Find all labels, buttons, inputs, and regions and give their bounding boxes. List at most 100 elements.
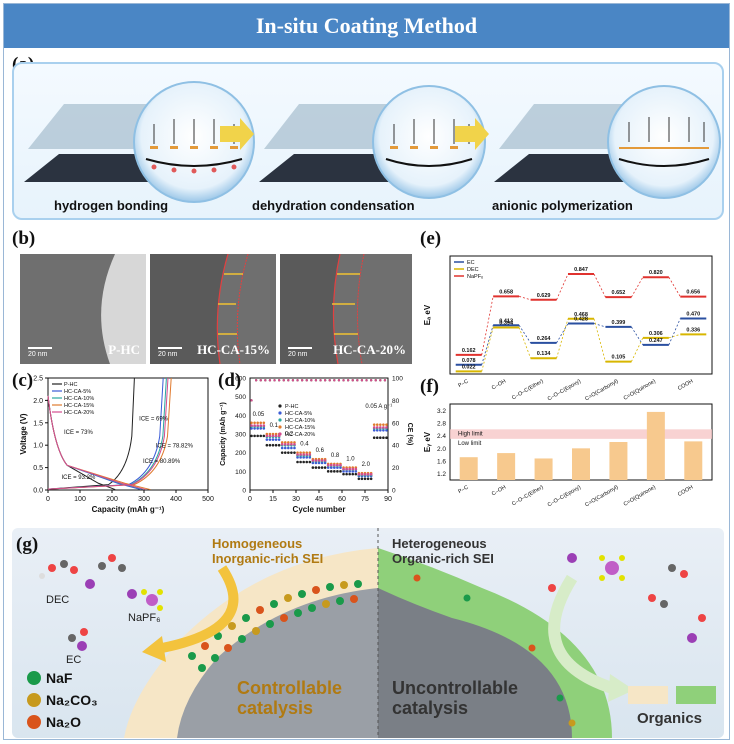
capacity-point: [271, 434, 275, 438]
value-label: 0.413: [499, 318, 513, 324]
capacity-point: [314, 466, 318, 469]
category-label: C=O(Quinone): [623, 484, 657, 507]
value-label: 0.134: [537, 351, 552, 357]
capacity-point: [308, 460, 312, 464]
y-axis-label: Eₐ eV: [423, 304, 432, 325]
ce-point: [310, 379, 313, 382]
category-label: C–O–C(Epoxy): [547, 484, 582, 508]
ce-point: [268, 379, 272, 382]
capacity-point: [290, 441, 293, 444]
x-tick-label: 15: [269, 496, 277, 503]
capacity-point: [256, 424, 259, 427]
y-tick-label: 1.0: [33, 443, 43, 450]
capacity-point: [296, 456, 299, 459]
capacity-point: [280, 441, 284, 444]
capacity-point: [274, 434, 278, 438]
capacity-point: [326, 470, 330, 473]
rate-label: 0.1: [270, 423, 279, 429]
limit-band: [450, 429, 712, 439]
y-tick-label: 2.0: [33, 398, 43, 405]
rate-label: 0.4: [300, 442, 309, 448]
capacity-point: [363, 477, 367, 481]
y2-tick-label: 80: [392, 398, 400, 405]
panel-a: hydrogen bonding dehydration condensatio…: [12, 62, 724, 220]
arrow-head-icon: [608, 674, 634, 702]
capacity-point: [363, 473, 367, 476]
panel-d-label: (d): [218, 370, 242, 391]
connector: [631, 337, 644, 362]
bar: [534, 458, 553, 480]
capacity-point: [293, 446, 296, 450]
capacity-point: [351, 467, 355, 471]
value-label: 0.847: [574, 267, 588, 273]
panel-g: Homogeneous Inorganic-rich SEI Heterogen…: [12, 528, 724, 738]
value-label: 0.394: [499, 321, 514, 327]
x-tick-label: 400: [170, 496, 182, 503]
legend-label: HC-CA-20%: [64, 410, 94, 416]
tem-label: HC-CA-20%: [333, 342, 406, 357]
capacity-point: [277, 443, 281, 447]
y-axis-label: Eᵧ eV: [423, 431, 432, 452]
panel-b-label: (b): [12, 228, 36, 249]
capacity-point: [287, 442, 290, 446]
y-tick-label: 0.0: [33, 488, 43, 495]
legend-label-naf: NaF: [46, 670, 73, 686]
capacity-point: [348, 472, 351, 476]
capacity-point: [265, 443, 269, 447]
capacity-point: [299, 453, 302, 456]
capacity-point: [302, 453, 305, 456]
x-tick-label: 0: [46, 496, 50, 503]
legend-swatch: [278, 411, 282, 415]
scale-label: 20 nm: [158, 351, 178, 358]
rate-label: 0.2: [285, 431, 294, 437]
annotation: ICE = 69%: [139, 417, 169, 423]
capacity-point: [305, 460, 309, 464]
legend-dot-naf: [27, 671, 41, 685]
value-label: 0.022: [462, 364, 476, 370]
inorganic-particles: [188, 580, 362, 672]
ce-point: [287, 379, 290, 382]
capacity-point: [250, 434, 253, 438]
legend-swatch: [278, 404, 282, 408]
capacity-point: [296, 451, 299, 454]
limit-label: Low limit: [458, 441, 482, 447]
connector: [668, 318, 681, 346]
bar: [646, 411, 665, 480]
y2-tick-label: 100: [392, 376, 403, 383]
ce-point: [328, 379, 331, 382]
connector: [556, 318, 569, 359]
y-tick-label: 300: [235, 432, 246, 439]
capacity-point: [253, 434, 256, 438]
ce-point: [337, 379, 341, 382]
plot-area: [47, 377, 209, 491]
capacity-point: [293, 442, 296, 446]
ce-point: [379, 379, 382, 382]
category-label: P–C: [457, 379, 469, 390]
title-bar: In-situ Coating Method: [4, 4, 729, 48]
capacity-point: [314, 459, 318, 462]
capacity-point: [342, 470, 345, 473]
legend-label: P-HC: [285, 404, 298, 410]
annotation: ICE = 78.82%: [156, 443, 194, 449]
left-caption: Controllable catalysis: [237, 678, 343, 718]
capacity-point: [360, 473, 364, 476]
plot-area: [449, 255, 713, 375]
capacity-point: [296, 460, 299, 464]
dec-label: DEC: [46, 594, 70, 606]
capacity-point: [382, 423, 385, 426]
ce-point: [324, 379, 327, 382]
capacity-point: [283, 441, 287, 444]
x-tick-label: 500: [202, 496, 214, 503]
category-label: C=O(Carbonyl): [584, 484, 619, 508]
capacity-point: [296, 453, 299, 456]
value-label: 0.652: [612, 290, 626, 296]
ce-point: [305, 379, 308, 382]
figure-title: In-situ Coating Method: [255, 13, 478, 38]
capacity-point: [360, 477, 364, 481]
ce-point: [347, 379, 350, 382]
value-label: 0.658: [499, 289, 513, 295]
capacity-point: [274, 438, 278, 441]
capacity-point: [326, 466, 330, 469]
